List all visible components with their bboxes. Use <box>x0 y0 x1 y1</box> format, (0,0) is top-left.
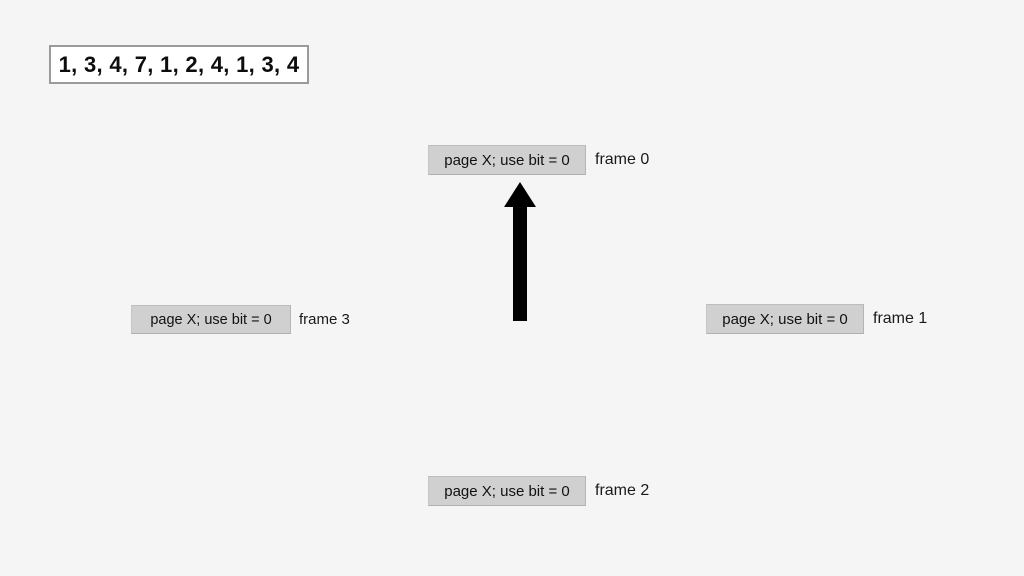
page-box-frame-3: page X; use bit = 0 <box>131 305 291 334</box>
frame-label-3: frame 3 <box>299 311 350 328</box>
up-arrow-icon <box>504 182 536 321</box>
reference-string-box: 1, 3, 4, 7, 1, 2, 4, 1, 3, 4 <box>49 45 309 84</box>
frame-label-0: frame 0 <box>595 151 650 168</box>
page-box-frame-2: page X; use bit = 0 <box>428 476 586 506</box>
reference-string-text: 1, 3, 4, 7, 1, 2, 4, 1, 3, 4 <box>58 51 300 77</box>
frame-entry-0: page X; use bit = 0 frame 0 <box>428 145 649 175</box>
frame-label-1: frame 1 <box>873 310 928 327</box>
frame-entry-1: page X; use bit = 0 frame 1 <box>706 304 927 334</box>
frame-label-2: frame 2 <box>595 482 650 499</box>
page-box-frame-0: page X; use bit = 0 <box>428 145 586 175</box>
page-box-frame-1: page X; use bit = 0 <box>706 304 864 334</box>
frame-entry-2: page X; use bit = 0 frame 2 <box>428 476 649 506</box>
frame-entry-3: page X; use bit = 0 frame 3 <box>131 305 350 334</box>
